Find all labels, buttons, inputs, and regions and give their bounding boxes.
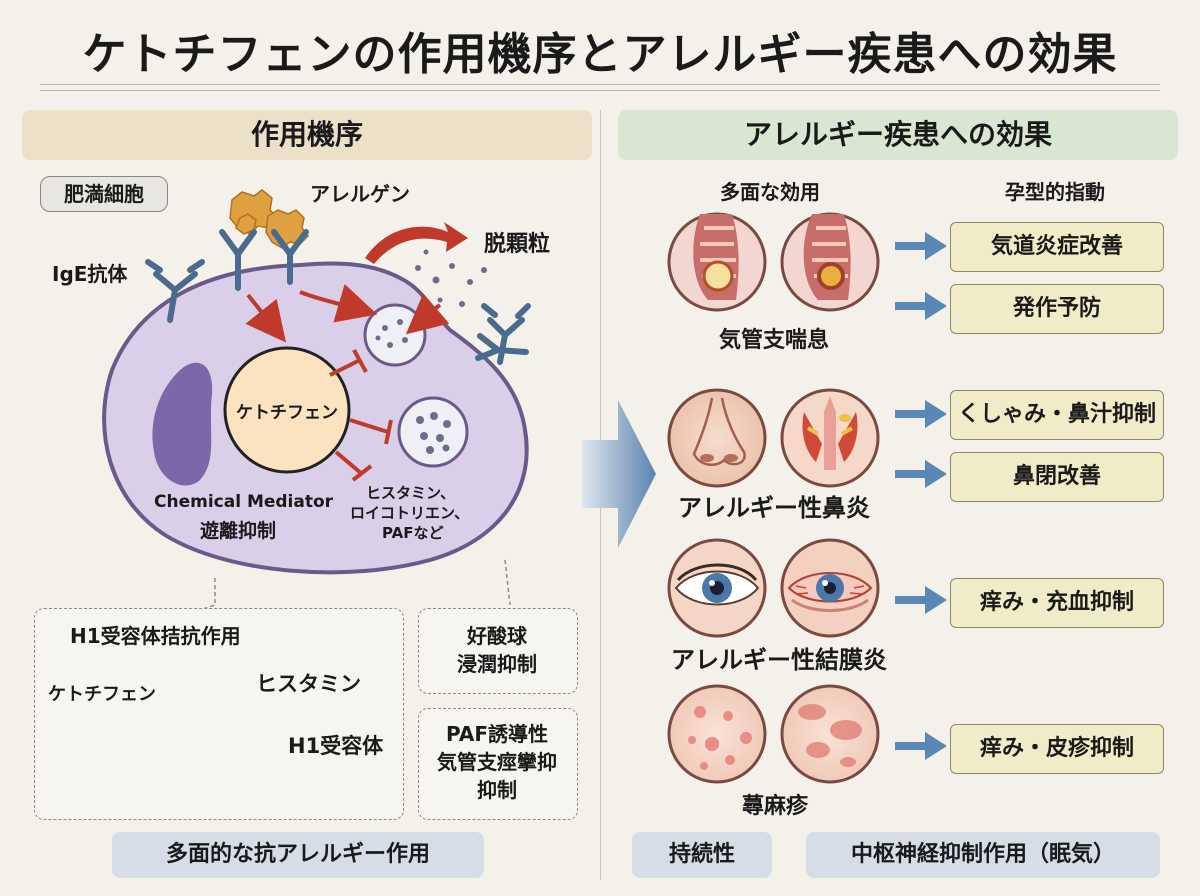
arrow-to-drug	[245, 293, 286, 343]
right-footer-cns: 中枢神経抑制作用（眠気）	[806, 832, 1160, 878]
inhibition-lines	[329, 349, 393, 482]
disease-conjunctivitis: アレルギー性結膜炎	[671, 646, 887, 674]
disease-urticaria: 蕁麻疹	[741, 794, 808, 819]
disease-rhinitis: アレルギー性鼻炎	[678, 494, 870, 522]
left-footer: 多面的な抗アレルギー作用	[112, 832, 484, 878]
effect-attack-prevention: 発作予防	[950, 284, 1164, 334]
col1-label: 多面な効用	[720, 180, 820, 204]
eye-normal	[667, 538, 767, 638]
paf-line1: PAF誘導性	[446, 722, 548, 746]
eosinophil-line2: 浸潤抑制	[457, 652, 537, 676]
ige-label: IgE抗体	[52, 262, 128, 286]
right-footer-duration: 持続性	[632, 832, 772, 878]
h1-receptor-label: H1受容体	[288, 734, 384, 758]
mediator-line2: 遊離抑制	[200, 520, 277, 542]
vesicle	[363, 303, 427, 367]
skin-rash-2	[780, 684, 880, 784]
transition-arrow	[582, 400, 656, 548]
eosinophil-line1: 好酸球	[467, 624, 527, 648]
col2-label: 孕型的指動	[1005, 180, 1105, 204]
ige-antibodies	[145, 229, 531, 365]
page-title: ケトチフェンの作用機序とアレルギー疾患への効果	[82, 29, 1118, 80]
degranulation-label: 脱顆粒	[484, 232, 551, 257]
histamine-label: ヒスタミン	[256, 672, 361, 696]
degranulation-arrow	[365, 222, 468, 264]
mediators-line1: ヒスタミン、	[366, 484, 456, 502]
h1-box	[34, 608, 404, 820]
eosinophil-box	[418, 608, 578, 694]
sinus-illustration	[780, 388, 880, 488]
effects-header: アレルギー疾患への効果	[618, 110, 1178, 160]
effect-arrows	[895, 232, 947, 760]
title-rule-bottom	[40, 90, 1160, 91]
nose-illustration	[667, 388, 767, 488]
mechanism-header: 作用機序	[22, 110, 592, 160]
effect-itch-redness: 痒み・充血抑制	[950, 578, 1164, 628]
eye-inflamed	[780, 538, 880, 638]
released-granules	[415, 249, 487, 307]
mast-cell-label: 肥満細胞	[40, 176, 168, 212]
allergen-label: アレルゲン	[310, 182, 410, 206]
asthma-airway-inflamed	[780, 212, 880, 312]
mediators-line2: ロイコトリエン、	[350, 504, 470, 522]
nucleus	[152, 362, 213, 486]
drug-label: ケトチフェン	[236, 403, 338, 423]
h1-box-title: H1受容体拮抗作用	[70, 624, 241, 648]
title-rule-top	[40, 84, 1160, 85]
granule	[397, 396, 469, 468]
disease-asthma: 気管支喘息	[718, 328, 829, 353]
mediator-line1: Chemical Mediator	[154, 492, 334, 512]
effect-itch-rash: 痒み・皮疹抑制	[950, 724, 1164, 774]
mediators-line3: PAFなど	[382, 524, 444, 542]
asthma-airway-normal	[667, 212, 767, 312]
skin-rash-1	[667, 684, 767, 784]
allergen-cluster	[229, 189, 309, 249]
h1-drug-label: ケトチフェン	[48, 684, 156, 705]
paf-line3: 抑制	[477, 778, 517, 802]
paf-box	[418, 708, 578, 820]
effect-sneeze-rhinorrhea: くしゃみ・鼻汁抑制	[950, 390, 1164, 440]
arrow-to-vesicle	[299, 284, 378, 323]
effect-airway-inflammation: 気道炎症改善	[950, 222, 1164, 272]
effect-nasal-congestion: 鼻閉改善	[950, 452, 1164, 502]
ketotifen-circle	[223, 346, 351, 474]
paf-line2: 気管支痙攣抑	[437, 750, 557, 774]
